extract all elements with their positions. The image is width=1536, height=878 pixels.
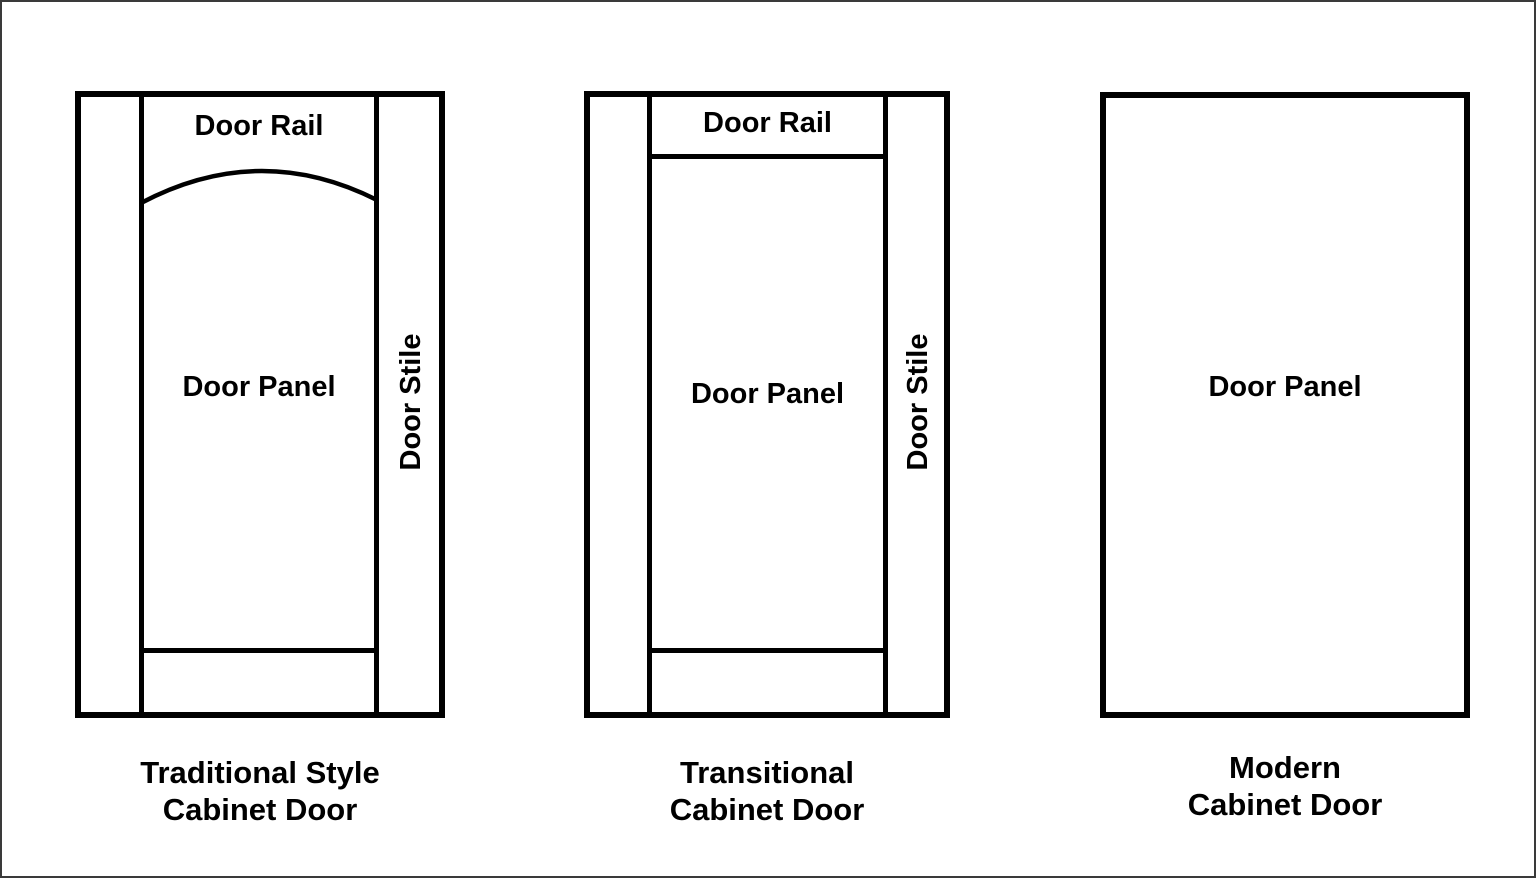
door-transitional-rail-label: Door Rail <box>703 107 832 139</box>
door-transitional-frame <box>584 91 950 718</box>
door-traditional-frame <box>75 91 445 718</box>
door-traditional-panel-label: Door Panel <box>182 371 336 403</box>
door-traditional-stile-label: Door Stile <box>395 333 427 471</box>
door-transitional-top-rail-line <box>650 154 885 159</box>
door-transitional-right-stile-line <box>883 93 888 716</box>
caption-transitional-line1: Transitional <box>680 755 854 790</box>
door-traditional-left-stile-line <box>139 93 144 716</box>
door-transitional-panel-label: Door Panel <box>690 378 845 410</box>
door-transitional-left-stile-line <box>647 93 652 716</box>
door-transitional-stile-label: Door Stile <box>902 333 934 471</box>
caption-traditional: Traditional Style Cabinet Door <box>75 754 445 828</box>
caption-modern-line2: Cabinet Door <box>1187 787 1383 822</box>
door-traditional-right-stile-line <box>374 93 379 716</box>
door-traditional-rail-label: Door Rail <box>194 110 324 142</box>
caption-modern: Modern Cabinet Door <box>1100 749 1470 823</box>
door-modern-panel-label: Door Panel <box>1208 371 1362 403</box>
caption-traditional-line1: Traditional Style <box>140 755 380 790</box>
caption-transitional: Transitional Cabinet Door <box>584 754 950 828</box>
caption-modern-line1: Modern <box>1229 750 1341 785</box>
door-transitional-bottom-rail-line <box>650 648 885 653</box>
caption-transitional-line2: Cabinet Door <box>669 792 865 827</box>
door-traditional-bottom-rail-line <box>142 648 376 653</box>
caption-traditional-line2: Cabinet Door <box>162 792 358 827</box>
door-modern-frame <box>1100 92 1470 718</box>
